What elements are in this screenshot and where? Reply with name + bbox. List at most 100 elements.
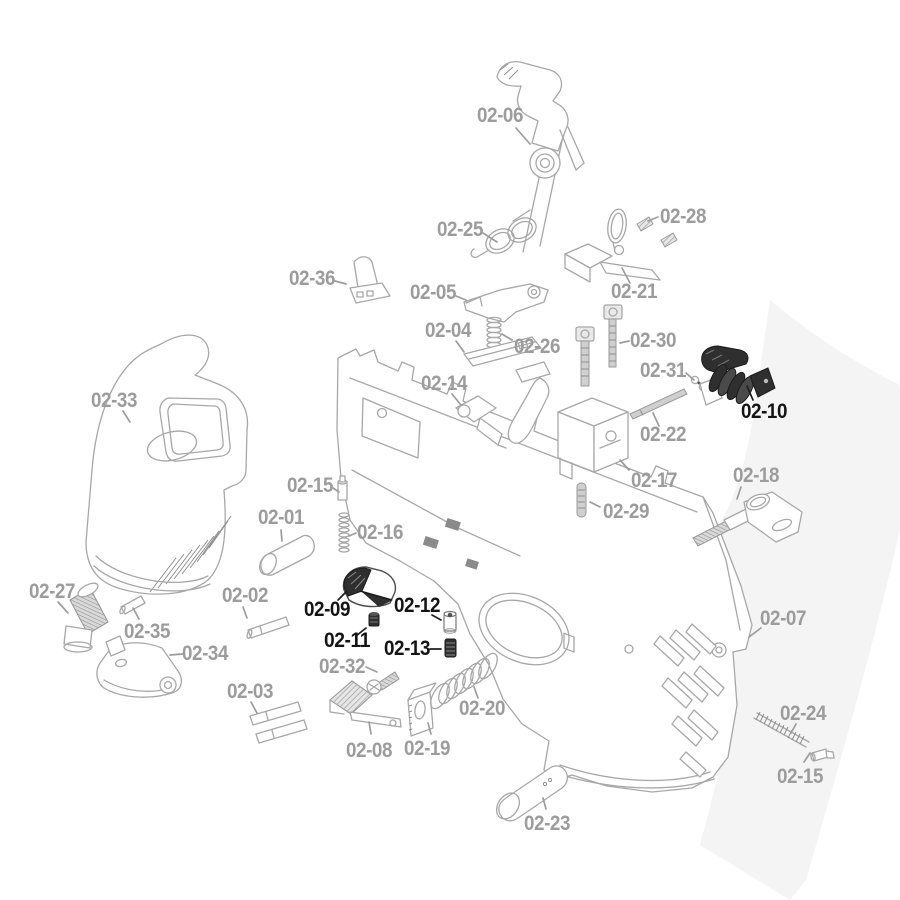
part-02-08-drawing xyxy=(329,680,402,728)
part-02-18-drawing xyxy=(692,491,803,547)
part-label-02-24: 02-24 xyxy=(780,701,826,725)
part-02-11-screw-drawing xyxy=(368,612,380,627)
leader-02-23 xyxy=(542,797,547,810)
leader-02-31 xyxy=(685,372,695,381)
part-02-34-drawing xyxy=(96,635,183,698)
part-label-02-13: 02-13 xyxy=(384,636,430,660)
part-label-02-07: 02-07 xyxy=(760,606,806,630)
leader-02-25 xyxy=(482,232,498,243)
part-label-02-14: 02-14 xyxy=(421,371,467,395)
leader-02-20 xyxy=(473,686,479,699)
part-label-02-09: 02-09 xyxy=(304,597,350,621)
part-frame-drawing xyxy=(336,348,753,793)
part-labels: 02-06 02-28 02-25 02-36 02-05 02-21 02-0… xyxy=(29,103,827,835)
part-trigger-drawing xyxy=(507,361,551,444)
frame-vent-slots xyxy=(653,623,725,778)
part-label-02-21: 02-21 xyxy=(611,279,657,303)
leader-02-30 xyxy=(619,340,630,344)
part-label-02-33: 02-33 xyxy=(91,388,137,412)
part-label-02-36: 02-36 xyxy=(289,266,335,290)
part-label-02-34: 02-34 xyxy=(182,641,228,665)
part-02-30-screws-drawing xyxy=(575,304,623,387)
leader-02-36 xyxy=(334,280,347,285)
part-02-10-selector-drawing xyxy=(699,345,776,406)
leader-02-02 xyxy=(242,606,248,619)
part-label-02-28: 02-28 xyxy=(660,204,706,228)
leader-02-35 xyxy=(132,607,140,620)
leader-02-19 xyxy=(427,722,432,735)
part-02-15-upper-drawing xyxy=(337,475,348,501)
part-label-02-25: 02-25 xyxy=(437,217,483,241)
part-label-02-22: 02-22 xyxy=(640,422,686,446)
part-02-14-drawing xyxy=(455,395,507,449)
part-label-02-26: 02-26 xyxy=(514,334,560,358)
part-label-02-02: 02-02 xyxy=(222,583,268,607)
part-02-15-lower-drawing xyxy=(810,748,835,762)
leader-02-12 xyxy=(431,614,442,621)
leader-02-32 xyxy=(365,666,378,673)
leader-02-05 xyxy=(455,295,467,301)
part-02-16-spring-drawing xyxy=(338,512,350,553)
part-label-02-35: 02-35 xyxy=(124,619,170,643)
leader-02-01 xyxy=(280,529,283,542)
leader-02-16 xyxy=(348,532,357,537)
part-02-13-spring-drawing xyxy=(444,638,457,658)
leader-02-21 xyxy=(621,267,631,284)
leader-02-14 xyxy=(451,393,462,406)
leader-02-28 xyxy=(647,216,659,222)
part-02-24-spring-drawing xyxy=(753,711,810,748)
leader-02-10 xyxy=(746,385,754,401)
part-label-02-17: 02-17 xyxy=(631,468,677,492)
part-label-02-29: 02-29 xyxy=(603,499,649,523)
leader-02-17 xyxy=(619,459,630,471)
leader-02-15-upper xyxy=(332,487,340,493)
part-02-17-drawing xyxy=(557,397,629,653)
part-02-35-pin-drawing xyxy=(119,595,146,615)
leader-02-15-lower xyxy=(803,752,811,763)
leader-02-22 xyxy=(652,412,660,427)
part-label-02-27: 02-27 xyxy=(29,579,75,603)
part-label-02-19: 02-19 xyxy=(404,736,450,760)
part-02-25-spring-drawing xyxy=(470,209,537,258)
part-label-02-04: 02-04 xyxy=(425,318,471,342)
part-label-02-18: 02-18 xyxy=(733,463,779,487)
leader-02-26 xyxy=(501,333,513,341)
part-02-06-hammer-drawing xyxy=(496,60,585,253)
leader-02-04 xyxy=(455,340,465,353)
part-label-02-10: 02-10 xyxy=(741,399,787,423)
part-label-02-32: 02-32 xyxy=(319,654,365,678)
leader-02-27 xyxy=(57,601,69,614)
part-02-27-drawing xyxy=(63,582,109,653)
part-02-19-drawing xyxy=(407,682,437,737)
leader-02-07 xyxy=(748,627,762,638)
part-label-02-05: 02-05 xyxy=(410,280,456,304)
leader-lines xyxy=(57,127,811,810)
part-02-32-screw-drawing xyxy=(366,671,400,695)
part-02-02-pin-drawing xyxy=(246,616,290,639)
part-label-02-01: 02-01 xyxy=(258,505,304,529)
watermark-swash xyxy=(700,300,900,900)
part-label-02-11: 02-11 xyxy=(324,628,370,652)
part-label-02-15-lower: 02-15 xyxy=(777,764,823,788)
leader-02-34 xyxy=(169,653,184,656)
leader-02-29 xyxy=(589,501,601,508)
part-label-02-20: 02-20 xyxy=(459,696,505,720)
part-02-01-pin-drawing xyxy=(259,534,315,576)
part-label-02-16: 02-16 xyxy=(357,520,403,544)
leader-02-11 xyxy=(355,627,367,637)
part-02-21-drawing xyxy=(564,208,661,283)
leader-02-18 xyxy=(736,486,742,500)
leader-02-06 xyxy=(515,127,531,145)
part-label-02-06: 02-06 xyxy=(477,103,523,127)
part-label-02-03: 02-03 xyxy=(227,679,273,703)
part-02-03-pins-drawing xyxy=(249,701,308,744)
leader-02-24 xyxy=(790,723,797,734)
part-label-02-12: 02-12 xyxy=(394,593,440,617)
leader-02-08 xyxy=(368,721,372,735)
part-02-23-pin-drawing xyxy=(495,765,569,822)
part-02-04-drawing xyxy=(463,336,542,367)
part-02-20-spring-drawing xyxy=(430,652,498,710)
leader-02-03 xyxy=(250,701,258,714)
part-02-22-rod-drawing xyxy=(629,388,688,420)
